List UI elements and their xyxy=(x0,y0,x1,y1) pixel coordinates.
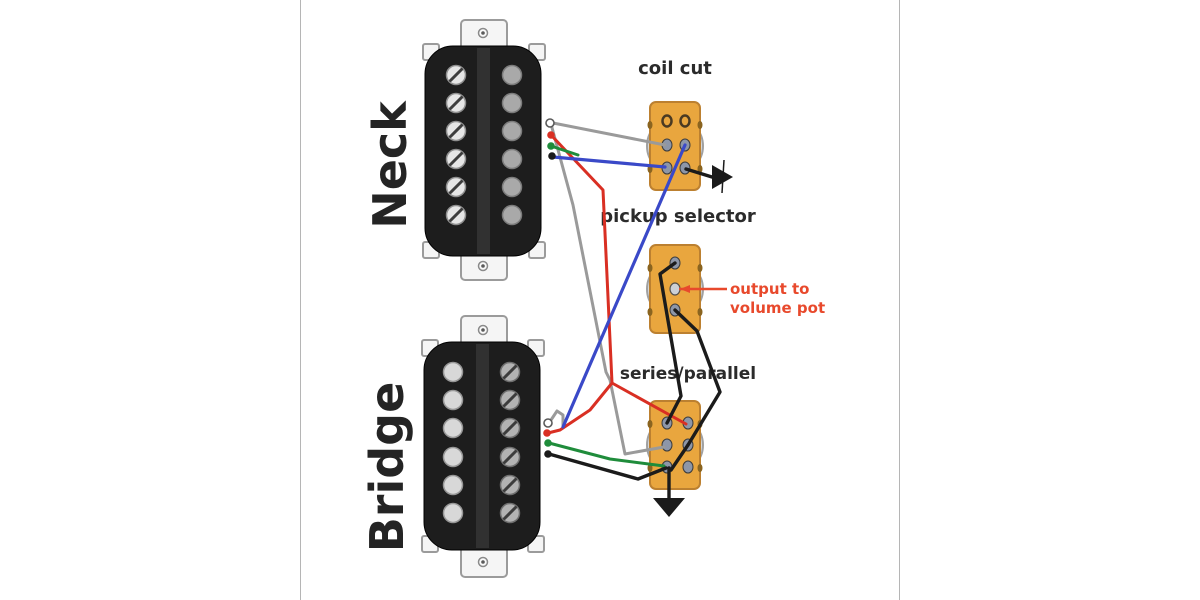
wire-neck-red-to-series-parallel xyxy=(549,133,688,426)
coil-cut-lug-empty xyxy=(661,114,673,128)
bridge-green-terminal xyxy=(544,439,552,447)
wire-neck-green-link xyxy=(549,144,580,157)
bridge-lead-terminals xyxy=(543,418,553,458)
neck-screw-poles xyxy=(445,64,467,226)
bridge-top-tab-screw xyxy=(481,328,485,332)
bridge-bottom-tab-screw xyxy=(481,560,485,564)
neck-bare-terminal xyxy=(545,118,555,128)
wire-neck-bare-to-series-parallel xyxy=(549,122,666,456)
output-to-volume-pot-label-line2: volume pot xyxy=(730,299,825,317)
bridge-red-terminal xyxy=(543,429,551,437)
neck-slug-poles xyxy=(501,64,523,226)
wire-bridge-green-to-sp xyxy=(547,441,666,468)
wire-neck-bare-to-coil-cut xyxy=(551,121,667,147)
neck-lead-terminals xyxy=(545,118,556,160)
neck-green-terminal xyxy=(547,142,555,150)
wire-selector-top-to-sp xyxy=(658,261,683,425)
wire-selector-bottom-to-sp xyxy=(673,308,722,447)
coil-cut-switch xyxy=(646,101,704,191)
coil-cut-switch-body xyxy=(649,101,701,191)
wire-coil-cut-to-ground xyxy=(684,167,714,179)
output-indicator-arrowhead xyxy=(680,285,690,293)
neck-top-tab-screw xyxy=(481,31,485,35)
wire-red-branch-to-bridge-red xyxy=(546,381,614,435)
series-parallel-label: series/parallel xyxy=(620,364,756,384)
bridge-pickup xyxy=(421,315,545,578)
wire-bridge-black-to-sp xyxy=(547,452,668,481)
bridge-screw-poles xyxy=(499,361,521,524)
neck-black-terminal xyxy=(548,152,556,160)
ground-symbol-coil-cut xyxy=(712,159,733,194)
bridge-slug-poles xyxy=(442,361,464,524)
neck-red-terminal xyxy=(547,131,555,139)
sp-lug xyxy=(661,438,673,452)
wire-coil-cut-to-bridge-bare xyxy=(561,143,687,429)
wires xyxy=(546,121,727,501)
ground-symbol-series-parallel xyxy=(653,498,685,517)
bridge-coil-seam xyxy=(476,344,489,548)
wire-bridge-bare-pigtail xyxy=(549,409,565,428)
coil-cut-label: coil cut xyxy=(638,58,712,79)
neck-label: Neck xyxy=(363,100,417,229)
neck-pickup xyxy=(422,19,546,281)
bridge-black-terminal xyxy=(544,450,552,458)
sp-lug xyxy=(682,460,694,474)
bridge-label: Bridge xyxy=(360,382,414,553)
neck-coil-seam xyxy=(477,48,490,254)
selector-lug-output xyxy=(669,282,681,296)
wire-neck-black-to-coil-cut xyxy=(551,155,667,169)
output-to-volume-pot-label-line1: output to xyxy=(730,280,809,298)
bridge-bare-terminal xyxy=(543,418,553,428)
pickup-selector-label: pickup selector xyxy=(600,206,756,227)
series-parallel-switch xyxy=(646,400,704,490)
coil-cut-lug-empty xyxy=(679,114,691,128)
neck-bottom-tab-screw xyxy=(481,264,485,268)
wire-sp-internal-link xyxy=(669,443,690,472)
